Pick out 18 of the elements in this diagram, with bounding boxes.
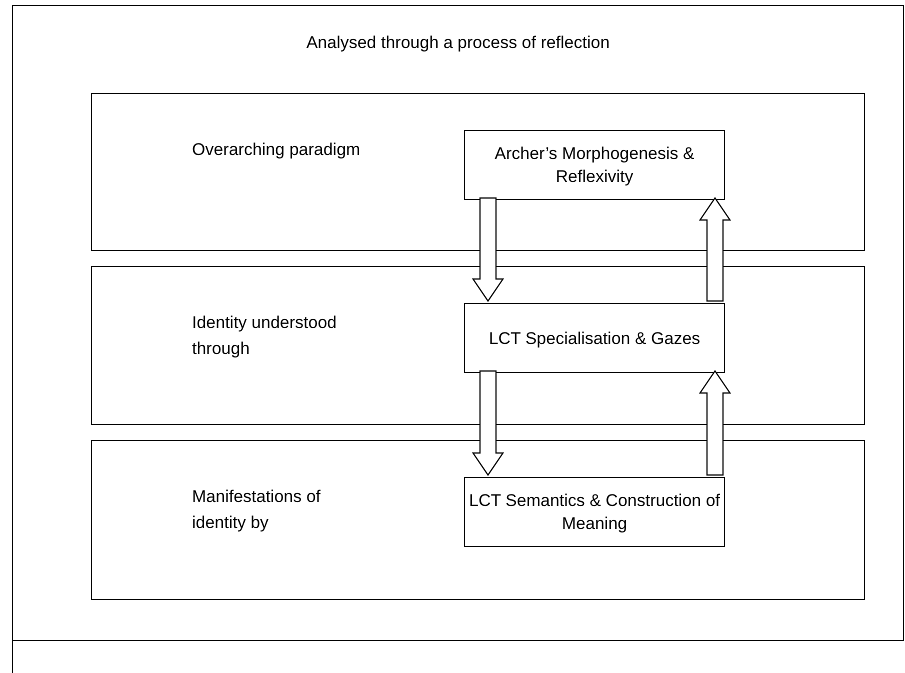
layer-label: Overarching paradigm [192,139,362,161]
hollow-arrow [472,197,504,302]
hollow-arrow [698,370,732,476]
theory-text: LCT Specialisation & Gazes [488,328,700,350]
layer-label: Identity understood through [192,312,338,360]
theory-box [464,130,725,200]
theory-box [464,303,725,373]
layer-band [91,266,865,425]
layer-label: Manifestations of identity by [192,486,322,534]
layer-band [91,93,865,251]
layer-band [91,440,865,600]
hollow-arrow [472,370,504,476]
theory-text: Archer’s Morphogenesis & Reflexivity [494,143,696,188]
theory-text: LCT Semantics & Construction of Meaning [469,490,720,535]
title-text: Analysed through a process of reflection [305,32,611,54]
frame [12,5,904,641]
theory-box [464,477,725,547]
hollow-arrow [698,196,732,302]
